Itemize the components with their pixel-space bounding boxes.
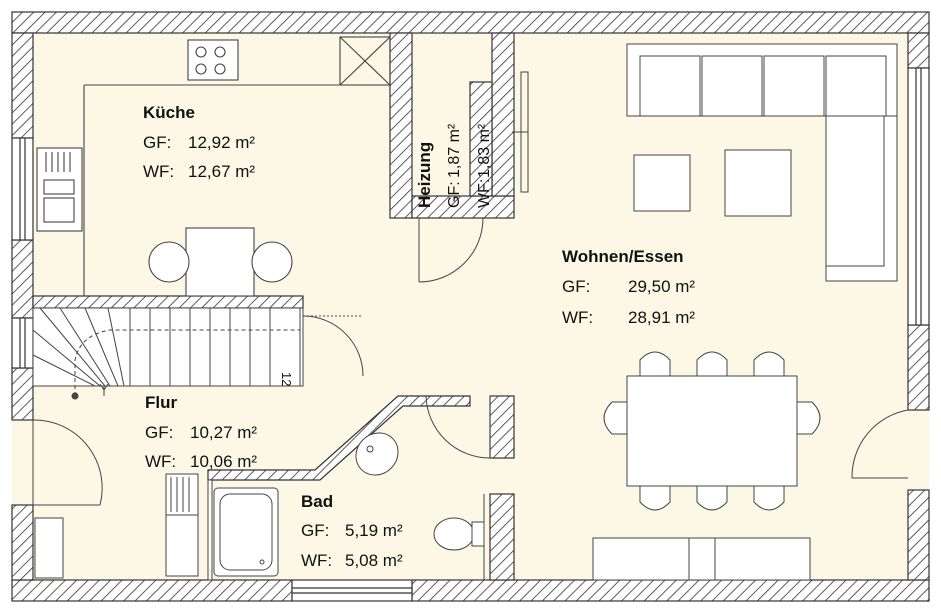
svg-text:GF:: GF: <box>446 181 463 208</box>
svg-text:12,67 m²: 12,67 m² <box>188 162 255 181</box>
svg-text:12,92 m²: 12,92 m² <box>188 133 255 152</box>
svg-text:Bad: Bad <box>301 492 333 511</box>
svg-text:WF:: WF: <box>145 452 176 471</box>
room-label-flur: Flur GF: 10,27 m² WF: 10,06 m² <box>145 393 257 471</box>
svg-text:WF:: WF: <box>476 179 493 208</box>
svg-text:10,06 m²: 10,06 m² <box>190 452 257 471</box>
svg-text:Wohnen/Essen: Wohnen/Essen <box>562 247 684 266</box>
svg-text:GF:: GF: <box>145 423 173 442</box>
room-label-kueche: Küche GF: 12,92 m² WF: 12,67 m² <box>143 103 255 181</box>
room-label-bad: Bad GF: 5,19 m² WF: 5,08 m² <box>301 492 403 570</box>
svg-text:GF:: GF: <box>143 133 171 152</box>
svg-text:GF:: GF: <box>301 521 329 540</box>
svg-text:5,19 m²: 5,19 m² <box>345 521 403 540</box>
svg-text:1,83 m²: 1,83 m² <box>476 123 493 178</box>
room-label-wohnen: Wohnen/Essen GF: 29,50 m² WF: 28,91 m² <box>562 247 695 327</box>
kitchen-furniture <box>36 36 391 297</box>
windows <box>11 67 930 602</box>
room-label-heizung: Heizung GF: 1,87 m² WF: 1,83 m² <box>415 123 493 208</box>
svg-text:WF:: WF: <box>562 308 593 327</box>
svg-text:GF:: GF: <box>562 277 590 296</box>
svg-text:1,87 m²: 1,87 m² <box>446 123 463 178</box>
living-furniture <box>592 43 909 581</box>
svg-text:Heizung: Heizung <box>415 142 434 208</box>
svg-text:29,50 m²: 29,50 m² <box>628 277 695 296</box>
stair-step-count: 12 <box>279 372 294 386</box>
svg-text:5,08 m²: 5,08 m² <box>345 551 403 570</box>
svg-text:WF:: WF: <box>143 162 174 181</box>
svg-text:Flur: Flur <box>145 393 177 412</box>
svg-text:28,91 m²: 28,91 m² <box>628 308 695 327</box>
svg-text:Küche: Küche <box>143 103 195 122</box>
svg-text:10,27 m²: 10,27 m² <box>190 423 257 442</box>
staircase <box>32 307 364 400</box>
bath-fixtures <box>207 395 491 581</box>
heizung-door <box>418 71 529 283</box>
inner-walls <box>32 32 515 581</box>
flur-furniture <box>32 419 199 579</box>
outer-walls <box>11 11 930 602</box>
svg-text:WF:: WF: <box>301 551 332 570</box>
